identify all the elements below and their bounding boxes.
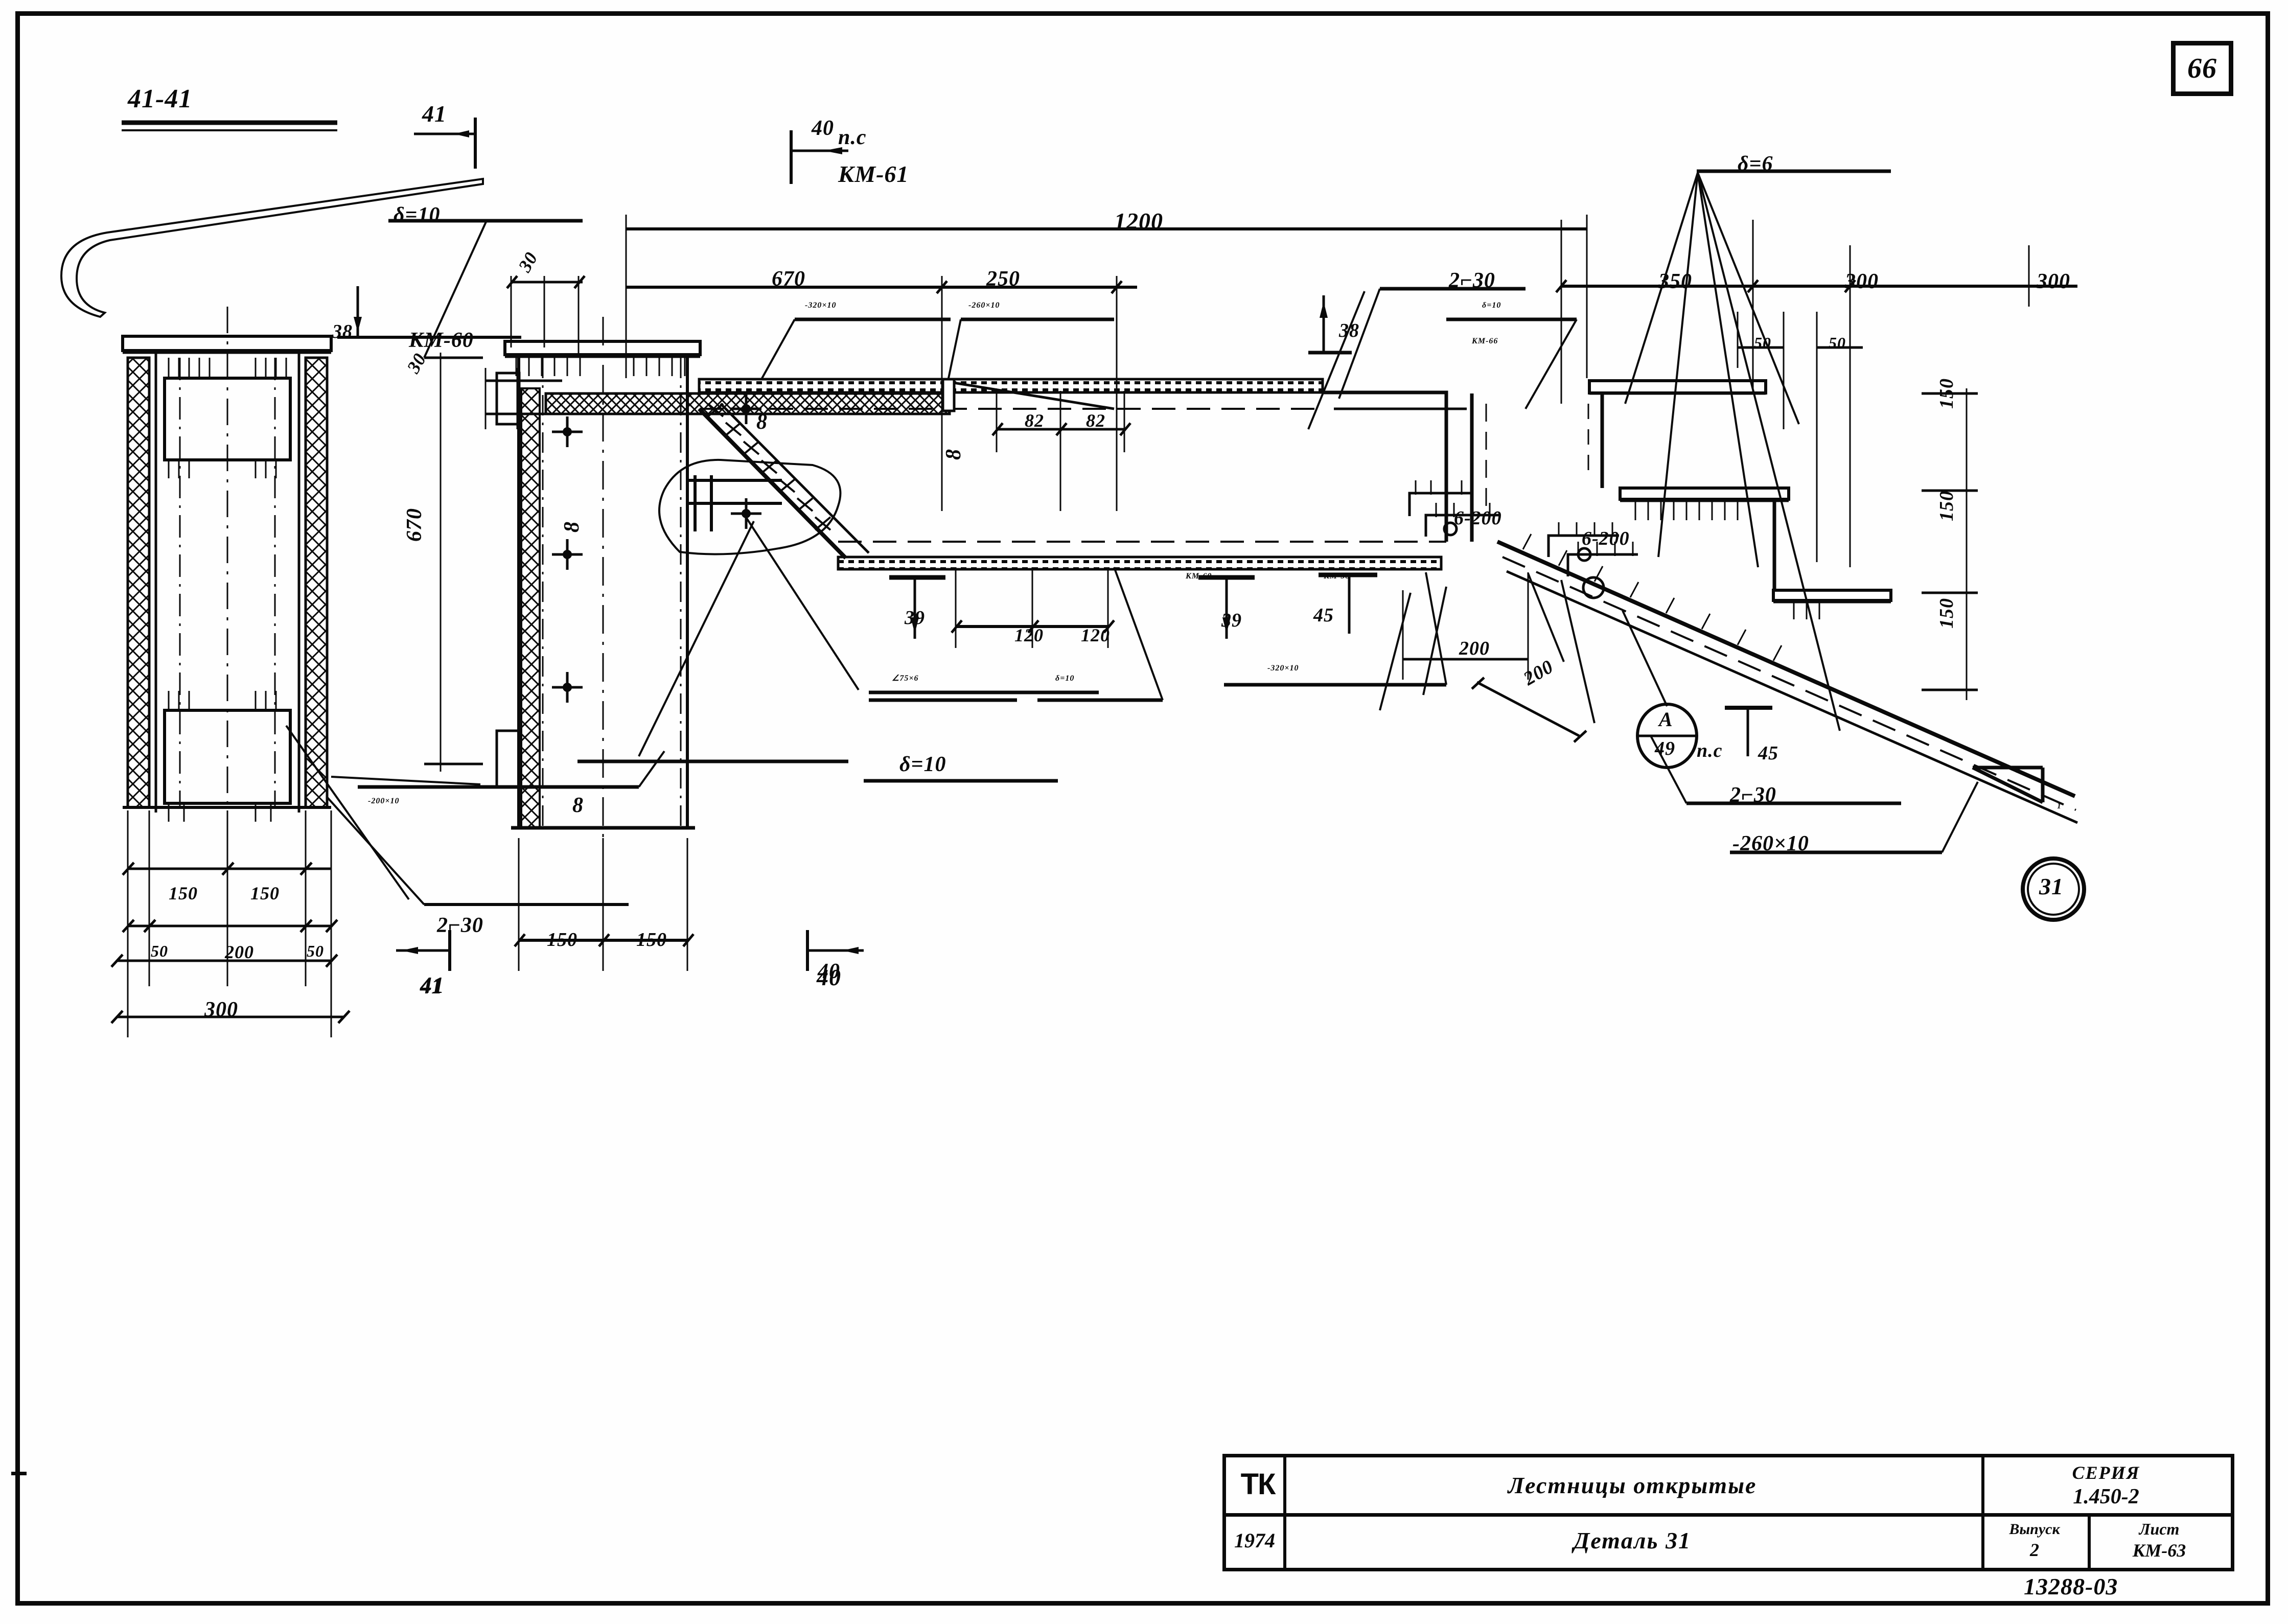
annotation-weld-45-b: 45 <box>1313 605 1334 626</box>
tb-series-cell: СЕРИЯ 1.450-2 <box>1981 1457 2231 1513</box>
annotation-d10-mid: δ=10 <box>1055 674 1075 683</box>
annotation-angle-2c30-r: 2⌐30 <box>1730 783 1776 807</box>
page-number-box: 66 <box>2171 41 2233 96</box>
tb-sheet-cell: Лист КМ-63 <box>2088 1513 2231 1568</box>
annotation-dim-300-l: 300 <box>204 998 238 1022</box>
annotation-sec-40-bot: 40 <box>818 960 840 983</box>
tb-issue-label: Выпуск <box>2009 1520 2060 1538</box>
annotation-weld-8-a: 8 <box>756 410 768 434</box>
section-mark-40-bottom: 40 <box>817 964 841 990</box>
annotation-angle-2c30-l: 2⌐30 <box>437 914 483 937</box>
annotation-d10-low: δ=10 <box>899 753 946 776</box>
annotation-bar-6-200-a: 6-200 <box>1454 507 1502 529</box>
annotation-dim-670-left: 670 <box>403 508 426 542</box>
detail-bubble-a-sheet: 49 <box>1655 738 1675 759</box>
annotation-dim-150-l1: 150 <box>169 883 198 903</box>
tb-series-label: СЕРИЯ <box>2072 1462 2140 1483</box>
annotation-dim-120-a: 120 <box>1014 625 1044 645</box>
annotation-weld-39-a: 39 <box>905 607 925 629</box>
annotation-dim-150-c1: 150 <box>547 929 577 950</box>
annotation-angle-2c30-t: 2⌐30 <box>1449 269 1495 292</box>
annotation-d6-top: δ=6 <box>1738 152 1773 176</box>
annotation-weld-8-d: 8 <box>572 794 584 817</box>
annotation-dim-50-r1: 50 <box>1754 334 1771 352</box>
tb-divider-v3 <box>2088 1513 2091 1568</box>
annotation-dim-200-s1: 200 <box>1459 638 1490 659</box>
tb-title2-cell: Деталь 31 <box>1283 1513 1981 1568</box>
detail-bubble-a-label: А <box>1659 708 1673 731</box>
annotation-num-45-r: 45 <box>1758 743 1778 764</box>
tb-title-line-1: Лестницы открытые <box>1508 1472 1757 1498</box>
tb-divider-v1 <box>1283 1457 1286 1568</box>
tb-series-value: 1.450-2 <box>2073 1484 2139 1509</box>
annotation-plate-320x10-b: -320×10 <box>1267 664 1299 672</box>
tb-divider-v2 <box>1981 1457 1984 1568</box>
annotation-slope-1: 1 <box>2057 802 2062 810</box>
annotation-weld-38-left: 38 <box>332 321 353 342</box>
title-block: 1974 Лестницы открытые Деталь 31 СЕРИЯ 1… <box>1222 1454 2234 1571</box>
annotation-dim-300-r2: 300 <box>2037 270 2070 293</box>
annotation-dim-150-r2: 150 <box>1936 491 1957 521</box>
tb-divider-h <box>1226 1513 2231 1517</box>
annotation-dim-250: 250 <box>986 267 1020 291</box>
organization-logo: ТК <box>1240 1467 1276 1501</box>
tb-year: 1974 <box>1234 1529 1275 1552</box>
tb-issue-cell: Выпуск 2 <box>1981 1513 2088 1568</box>
drawing-code: 13288-03 <box>2024 1573 2118 1599</box>
section-mark-41-bottom: 41 <box>420 972 445 998</box>
sheet-border <box>15 11 2270 1606</box>
annotation-ps-45: п.с <box>1697 740 1723 761</box>
annotation-weld-8-b: 8 <box>560 521 584 532</box>
annotation-dim-82-b: 82 <box>1086 410 1105 431</box>
annotation-km-60-left: КМ-60 <box>409 329 474 352</box>
annotation-km-58-mid: КМ-58 <box>1324 572 1350 581</box>
detail-bubble-31-label: 31 <box>2039 873 2064 899</box>
weld-note-40-ps: п.с <box>838 126 867 149</box>
annotation-dim-150-r3: 150 <box>1936 598 1957 629</box>
annotation-dim-50-l1: 50 <box>151 942 168 960</box>
annotation-dim-350: 350 <box>1658 270 1692 293</box>
tb-issue-value: 2 <box>2030 1539 2039 1560</box>
annotation-weld-8-c: 8 <box>942 449 965 460</box>
annotation-weld-39-b: 39 <box>1221 610 1242 631</box>
annotation-d10-km66-b: КМ-66 <box>1472 337 1498 345</box>
annotation-d10-km66-a: δ=10 <box>1482 301 1501 310</box>
annotation-dim-120-b: 120 <box>1081 625 1110 645</box>
tb-year-cell: 1974 <box>1226 1513 1283 1568</box>
annotation-angle-75x6: ∠75×6 <box>892 674 919 683</box>
annotation-dim-82-a: 82 <box>1025 410 1044 431</box>
annotation-dim-150-c2: 150 <box>636 929 667 950</box>
annotation-dim-150-r1: 150 <box>1936 378 1957 409</box>
annotation-plate-320x10-a: -320×10 <box>805 301 837 310</box>
annotation-slope-2: 2 <box>2016 766 2021 775</box>
section-title-41-41: 41-41 <box>128 84 193 113</box>
annotation-d10-topleft: δ=10 <box>394 203 441 227</box>
section-mark-41-top: 41 <box>422 101 447 127</box>
sheet-fold-tick <box>11 1472 27 1475</box>
tb-sheet-label: Лист <box>2139 1520 2180 1538</box>
weld-note-40: 40 <box>812 117 834 140</box>
annotation-sec-41-bot: 41 <box>420 975 443 999</box>
annotation-dim-200-l: 200 <box>225 942 254 962</box>
annotation-dim-300-r1: 300 <box>1845 270 1879 293</box>
annotation-bar-6-200-b: 6-200 <box>1582 528 1630 549</box>
annotation-dim-50-l2: 50 <box>307 942 324 960</box>
annotation-dim-1200: 1200 <box>1114 208 1163 234</box>
annotation-plate-200x10: -200×10 <box>368 797 400 805</box>
annotation-dim-150-l2: 150 <box>250 883 280 903</box>
tb-sheet-value: КМ-63 <box>2132 1540 2186 1561</box>
annotation-plate-260x10-r: -260×10 <box>1732 832 1809 855</box>
tb-title1-cell: Лестницы открытые <box>1283 1457 1981 1513</box>
page-number: 66 <box>2187 53 2217 84</box>
annotation-weld-38-mid: 38 <box>1339 320 1359 341</box>
annotation-km-60-mid: КМ-60 <box>1186 572 1212 581</box>
annotation-dim-670-top: 670 <box>772 267 805 291</box>
weld-note-km61: КМ-61 <box>838 161 909 187</box>
annotation-plate-260x10-a: -260×10 <box>968 301 1000 310</box>
annotation-dim-50-r2: 50 <box>1829 334 1846 352</box>
tb-title-line-2: Деталь 31 <box>1573 1527 1692 1553</box>
